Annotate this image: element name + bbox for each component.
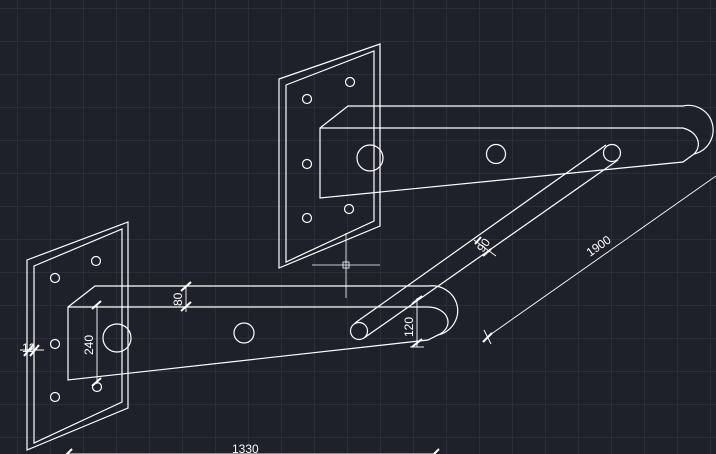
- bolt-hole: [49, 272, 61, 284]
- upper-arm[interactable]: [319, 104, 714, 199]
- dimension-1330: 1330: [65, 442, 440, 454]
- crosshair-icon: [312, 233, 380, 298]
- bolt-hole: [49, 391, 61, 403]
- mid-hole: [485, 143, 507, 165]
- rod-end: [349, 321, 369, 341]
- lower-arm[interactable]: [67, 285, 459, 381]
- end-hole: [602, 143, 622, 163]
- bolt-hole: [344, 76, 356, 88]
- dim-120-text: 120: [402, 317, 416, 337]
- bolt-hole: [301, 212, 313, 224]
- dim-80-text: 80: [171, 292, 185, 306]
- dimension-90: 90: [473, 235, 497, 257]
- bolt-hole: [301, 93, 313, 105]
- bolt-hole: [90, 255, 102, 267]
- mid-hole: [233, 322, 255, 344]
- upper-wall-plate[interactable]: [278, 43, 381, 269]
- dimension-1900: 1900: [482, 175, 716, 345]
- dimension-80: 80: [171, 281, 192, 312]
- pivot-hole: [102, 323, 132, 353]
- dim-12-text: 12: [22, 341, 36, 355]
- dimension-120: 120: [402, 295, 424, 348]
- dimension-240: 240: [82, 300, 102, 387]
- dim-1900-text: 1900: [584, 232, 614, 259]
- dim-1330-text: 1330: [232, 442, 259, 454]
- bolt-hole: [301, 158, 313, 170]
- bolt-hole: [343, 203, 355, 215]
- lower-wall-plate[interactable]: [26, 221, 129, 451]
- pivot-hole: [356, 144, 384, 172]
- dimension-12: 12: [20, 341, 44, 357]
- dim-240-text: 240: [82, 335, 96, 355]
- bolt-hole: [49, 338, 61, 350]
